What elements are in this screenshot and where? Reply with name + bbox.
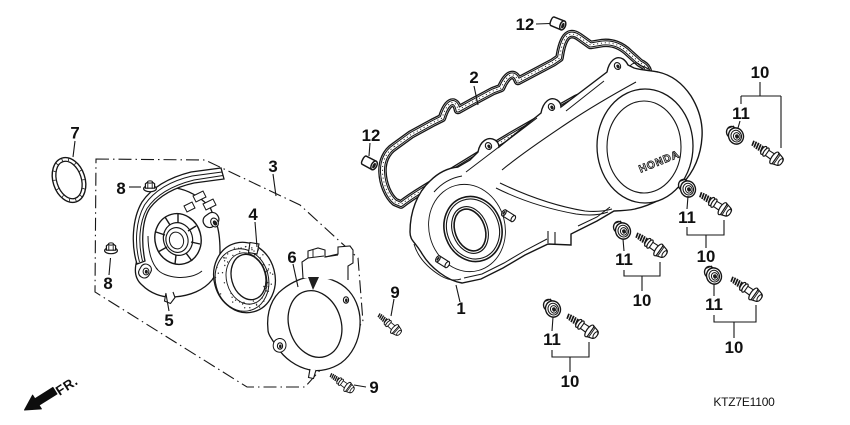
svg-text:11: 11 [732,104,750,123]
svg-text:7: 7 [70,124,79,143]
svg-text:11: 11 [678,208,696,227]
svg-text:11: 11 [615,250,633,269]
svg-text:KTZ7E1100: KTZ7E1100 [713,395,775,409]
svg-text:3: 3 [268,157,277,176]
svg-text:12: 12 [516,15,535,34]
svg-text:11: 11 [543,330,561,349]
svg-text:10: 10 [633,291,652,310]
svg-text:10: 10 [751,63,770,82]
svg-text:8: 8 [103,274,112,293]
svg-text:2: 2 [469,68,478,87]
svg-text:10: 10 [697,247,716,266]
svg-text:6: 6 [287,248,296,267]
svg-text:8: 8 [116,179,125,198]
svg-text:1: 1 [456,299,465,318]
svg-text:4: 4 [248,205,258,224]
svg-text:9: 9 [390,283,399,302]
svg-text:9: 9 [369,378,378,397]
svg-text:11: 11 [705,295,723,314]
svg-text:10: 10 [561,372,580,391]
svg-text:5: 5 [164,311,173,330]
svg-text:10: 10 [725,338,744,357]
svg-text:12: 12 [362,126,381,145]
